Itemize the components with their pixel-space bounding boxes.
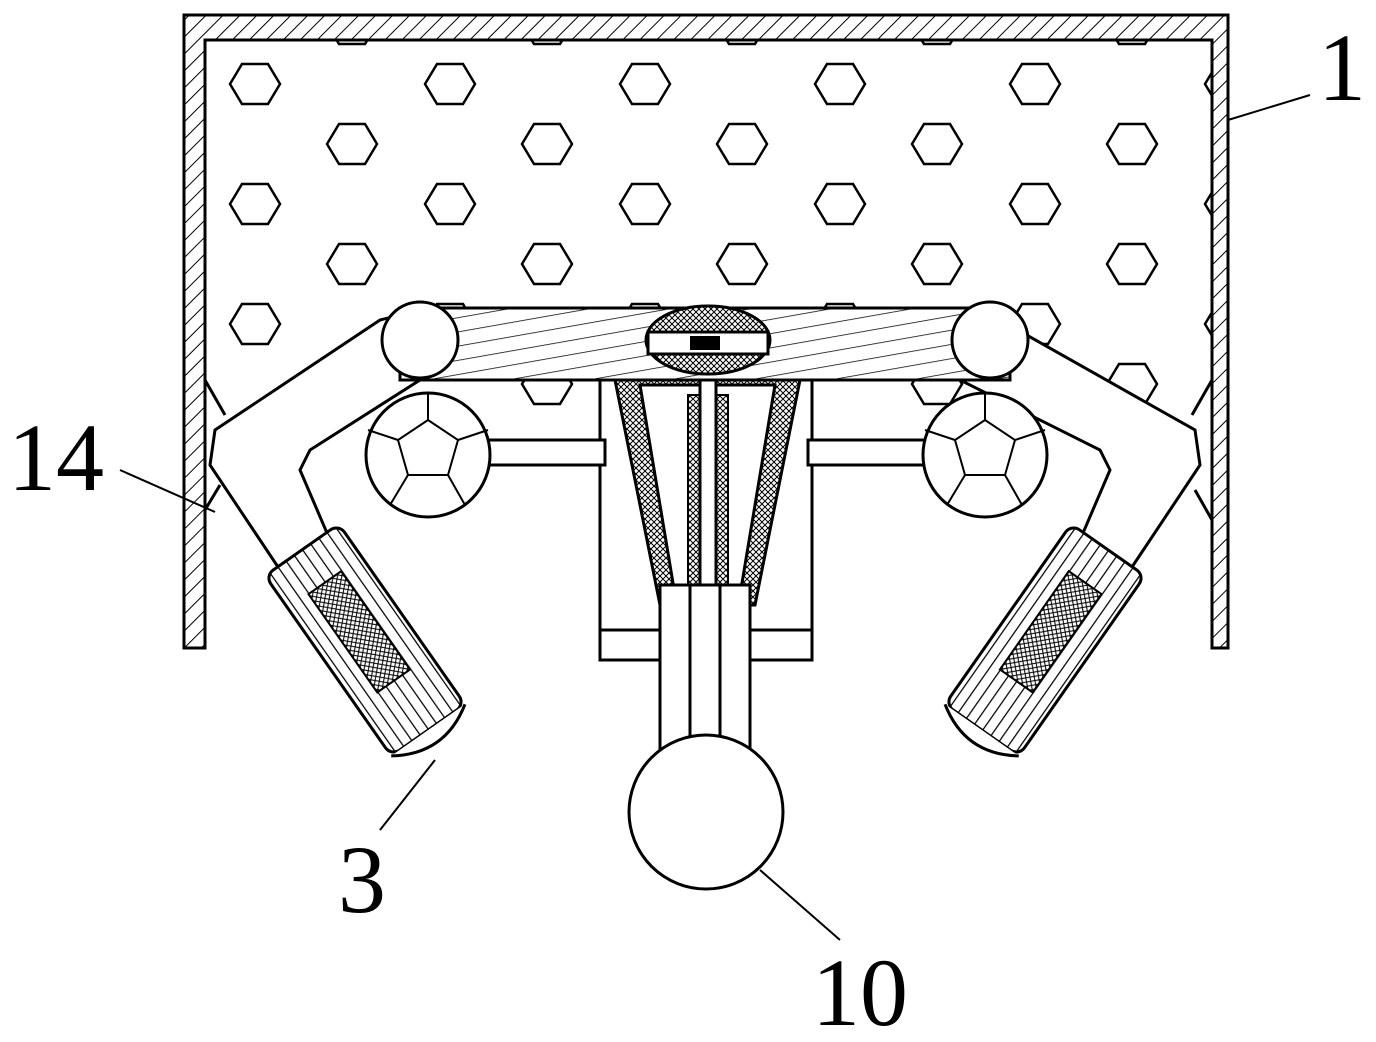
bracket-assembly <box>203 300 1214 758</box>
left-clamp <box>267 526 467 758</box>
leader-lines <box>119 94 1311 941</box>
right-side-ball <box>921 391 1049 519</box>
label-side-part: 14 <box>8 404 104 511</box>
leader-line-10 <box>759 869 841 941</box>
bottom-ball <box>627 733 785 891</box>
label-clamp: 3 <box>338 826 386 933</box>
leader-line-1 <box>1227 94 1311 121</box>
label-ball: 10 <box>812 939 908 1042</box>
right-clamp <box>943 526 1143 758</box>
label-housing: 1 <box>1318 14 1366 121</box>
housing <box>182 13 1230 650</box>
leader-line-14 <box>119 469 216 513</box>
leader-line-3 <box>379 759 436 831</box>
left-side-ball <box>364 391 492 519</box>
